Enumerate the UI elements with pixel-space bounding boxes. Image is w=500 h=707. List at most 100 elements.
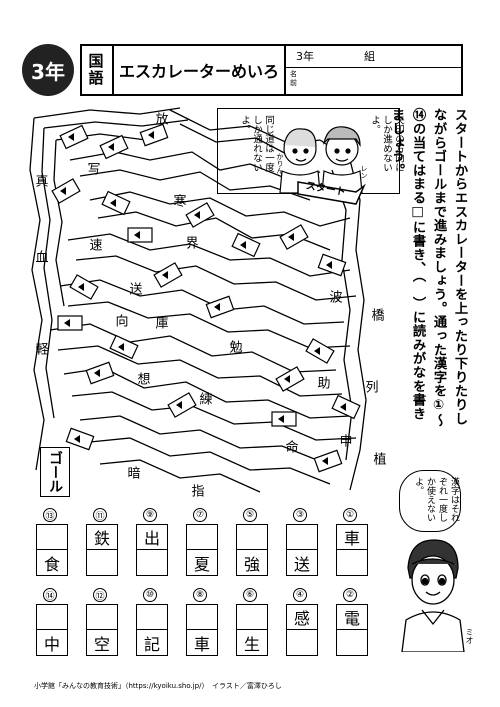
answer-number: ⑬ — [43, 508, 57, 522]
answer-box[interactable]: 車 — [186, 604, 218, 656]
answer-bottom: 食 — [43, 554, 60, 574]
subject-top: 国 — [88, 51, 104, 70]
page-title: エスカレーターめいろ — [114, 44, 286, 96]
answer-number: ⑩ — [143, 588, 157, 602]
start-sign — [297, 181, 366, 205]
answer-top — [237, 525, 267, 550]
answer-box[interactable]: 鉄 — [86, 524, 118, 576]
mio-speech: 漢字はそれぞれ一度しか使えないよ。 — [413, 477, 459, 522]
answer-top — [187, 525, 217, 550]
name-label-1: 名 — [290, 70, 297, 78]
maze-kanji: 申 — [339, 434, 353, 450]
maze-kanji: 向 — [115, 314, 129, 330]
class-year: 3年 — [296, 49, 314, 63]
class-label: 組 — [364, 49, 375, 63]
ren-name: レン — [360, 165, 368, 179]
answer-box[interactable]: 生 — [236, 604, 268, 656]
answer-top — [187, 605, 217, 630]
answer-top: 出 — [137, 525, 167, 550]
maze-kanji: 暗 — [127, 466, 141, 482]
answer-number: ⑧ — [193, 588, 207, 602]
answer-number: ⑪ — [93, 508, 107, 522]
maze-kanji: 波 — [329, 290, 343, 306]
answer-box[interactable]: 送 — [286, 524, 318, 576]
answer-box[interactable]: 強 — [236, 524, 268, 576]
instructions: スタートからエスカレーターを上ったり下りたりしながらゴールまで進みましょう。通っ… — [389, 108, 467, 428]
answer-top — [237, 605, 267, 630]
answer-box[interactable]: 中 — [36, 604, 68, 656]
answer-top: 車 — [337, 525, 367, 550]
maze-kanji: 指 — [191, 484, 205, 500]
maze-kanji: 血 — [35, 250, 49, 266]
answer-top: 感 — [287, 605, 317, 630]
answer-number: ⑨ — [143, 508, 157, 522]
maze-kanji: 真 — [35, 174, 49, 190]
answer-bottom: 車 — [193, 634, 210, 654]
answer-bottom: 夏 — [193, 554, 210, 574]
answer-box[interactable]: 空 — [86, 604, 118, 656]
maze-kanji: 練 — [199, 392, 213, 408]
answer-bottom: 強 — [243, 554, 260, 574]
answer-bottom: 記 — [143, 634, 160, 654]
maze-kanji: 写 — [87, 162, 101, 178]
answer-top: 電 — [337, 605, 367, 630]
maze-kanji: 植 — [373, 452, 387, 468]
maze-kanji: 界 — [185, 236, 199, 252]
answer-box[interactable]: 記 — [136, 604, 168, 656]
answer-top — [37, 605, 67, 630]
header-box — [80, 44, 463, 96]
maze-kanji: 橋 — [371, 308, 385, 324]
subject-bottom: 語 — [88, 69, 104, 87]
maze-kanji: 想 — [137, 372, 151, 388]
maze-kanji: 速 — [89, 238, 103, 254]
maze-kanji: 列 — [365, 380, 379, 396]
maze-kanji: 庫 — [155, 316, 169, 332]
answer-top — [287, 525, 317, 550]
answer-box[interactable]: 電 — [336, 604, 368, 656]
answer-bottom: 送 — [293, 554, 310, 574]
answer-box[interactable]: 出 — [136, 524, 168, 576]
ren-speech: 矢印の方向にしか進めないよ。 — [369, 115, 404, 172]
answer-box[interactable]: 食 — [36, 524, 68, 576]
answer-number: ③ — [293, 508, 307, 522]
answer-bottom — [87, 550, 117, 575]
answer-bottom — [337, 630, 367, 655]
answer-bottom: 空 — [93, 634, 110, 654]
answer-number: ⑭ — [43, 588, 57, 602]
answer-bottom — [337, 550, 367, 575]
maze-kanji: 送 — [129, 282, 143, 298]
maze-kanji: 勉 — [229, 340, 243, 356]
karin-speech: 同じ道は一度しか通れないよ。 — [239, 115, 274, 172]
answer-box[interactable]: 車 — [336, 524, 368, 576]
answer-number: ⑦ — [193, 508, 207, 522]
answer-top — [87, 605, 117, 630]
answer-number: ⑫ — [93, 588, 107, 602]
answer-bottom: 中 — [43, 634, 60, 654]
answer-number: ④ — [293, 588, 307, 602]
maze-kanji: 放 — [155, 112, 169, 128]
grade-badge: 3年 — [22, 44, 74, 96]
subject-label: 国 語 — [80, 44, 114, 96]
maze-kanji: 軽 — [35, 342, 49, 358]
answer-bottom: 生 — [243, 634, 260, 654]
maze-kanji: 寒 — [173, 194, 187, 210]
mio-name: ミオ — [465, 628, 474, 644]
karin-name: かりん — [276, 153, 284, 174]
maze-kanji: 命 — [285, 440, 299, 456]
answer-box[interactable]: 感 — [286, 604, 318, 656]
answer-top: 鉄 — [87, 525, 117, 550]
footer-credit: 小学館「みんなの教育技術」（https://kyoiku.sho.jp/） イラ… — [34, 682, 282, 690]
answer-number: ① — [343, 508, 357, 522]
mio-speech-bubble: 漢字はそれぞれ一度しか使えないよ。 — [399, 470, 461, 532]
answer-top — [137, 605, 167, 630]
answer-number: ⑥ — [243, 588, 257, 602]
mio-illustration — [401, 539, 465, 652]
answer-box[interactable]: 夏 — [186, 524, 218, 576]
answer-number: ② — [343, 588, 357, 602]
name-field[interactable]: 名 前 — [286, 68, 463, 96]
goal-sign: ゴール — [40, 447, 70, 497]
class-field[interactable]: 3年 組 — [286, 44, 463, 68]
answer-bottom — [287, 630, 317, 655]
answer-bottom — [137, 550, 167, 575]
maze-kanji: 助 — [317, 376, 331, 392]
